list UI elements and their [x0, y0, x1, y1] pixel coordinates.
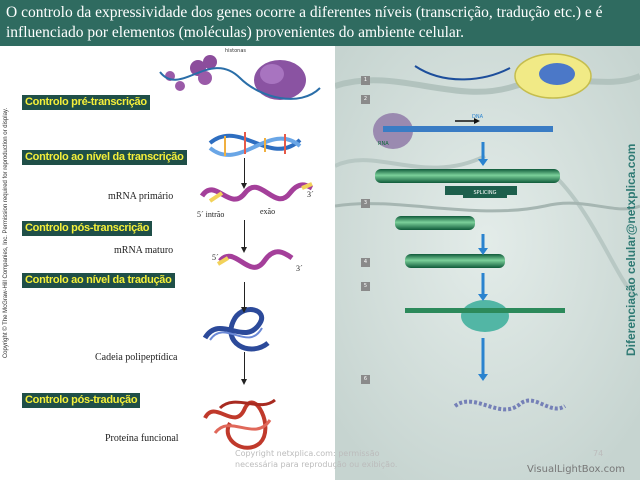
step-marker-1: 1: [361, 76, 370, 85]
flow-arrow-line-1: [244, 158, 245, 184]
dna-helix-icon: [208, 132, 302, 157]
watermark-side-text: Diferenciação celular@netxplica.com: [624, 143, 638, 356]
rna-label: RNA: [378, 141, 389, 147]
footer-copyright-line2: necessária para reprodução ou exibição.: [235, 460, 398, 469]
step-marker-6: 6: [361, 375, 370, 384]
label-5prime-mature: 5´: [212, 253, 219, 262]
flow-arrow-line-3: [244, 282, 245, 308]
label-exao: exão: [260, 207, 276, 216]
flow-arrow-line-2: [244, 220, 245, 248]
histonas-label: histonas: [225, 48, 247, 54]
site-watermark: VisualLightBox.com: [527, 464, 625, 475]
primary-mrna-icon: [199, 182, 314, 203]
step-marker-2: 2: [361, 95, 370, 104]
label-mrna-primario: mRNA primário: [108, 191, 174, 202]
footer-copyright-line1: Copyright netxplica.com: permissão: [235, 449, 380, 458]
cell-illustration: [335, 46, 640, 480]
label-mrna-maturo: mRNA maturo: [114, 245, 174, 256]
protein-icon: [203, 398, 276, 450]
label-intrao: 5´ intrão: [197, 210, 225, 219]
stage-label-translation: Controlo ao nível da tradução: [22, 273, 175, 288]
splicing-label: SPLICING: [463, 189, 507, 198]
label-3prime-primary: 3´: [307, 190, 314, 199]
stage-label-pre-transcription: Controlo pré-transcrição: [22, 95, 150, 110]
molecule-illustrations: [159, 55, 321, 450]
page-number: 74: [593, 449, 604, 458]
step-marker-5: 5: [361, 282, 370, 291]
label-cadeia-polipeptidica: Cadeia polipeptídica: [95, 352, 178, 363]
flow-arrow-head-1: [241, 183, 247, 189]
stage-label-transcription: Controlo ao nível da transcrição: [22, 150, 187, 165]
flow-arrow-head-3: [241, 307, 247, 313]
mature-mrna-icon: [216, 249, 294, 270]
flow-arrow-head-2: [241, 247, 247, 253]
stage-label-post-transcription: Controlo pós-transcrição: [22, 221, 153, 236]
flow-arrow-head-4: [241, 379, 247, 385]
stage-label-post-translation: Controlo pós-tradução: [22, 393, 141, 408]
chromatin-icon: [159, 55, 321, 100]
copyright-side-text: Copyright © The McGraw-Hill Companies, I…: [3, 107, 9, 359]
footer-copyright: Copyright netxplica.com: permissão neces…: [235, 448, 397, 470]
flow-arrow-line-4: [244, 352, 245, 380]
polypeptide-icon: [202, 307, 270, 352]
header-text: O controlo da expressividade dos genes o…: [6, 4, 603, 41]
header-banner: O controlo da expressividade dos genes o…: [0, 0, 640, 46]
label-3prime-mature: 3´: [296, 264, 303, 273]
label-proteina-funcional: Proteína funcional: [105, 433, 179, 444]
step-marker-4: 4: [361, 258, 370, 267]
dna-label: DNA: [472, 114, 484, 120]
step-marker-3: 3: [361, 199, 370, 208]
